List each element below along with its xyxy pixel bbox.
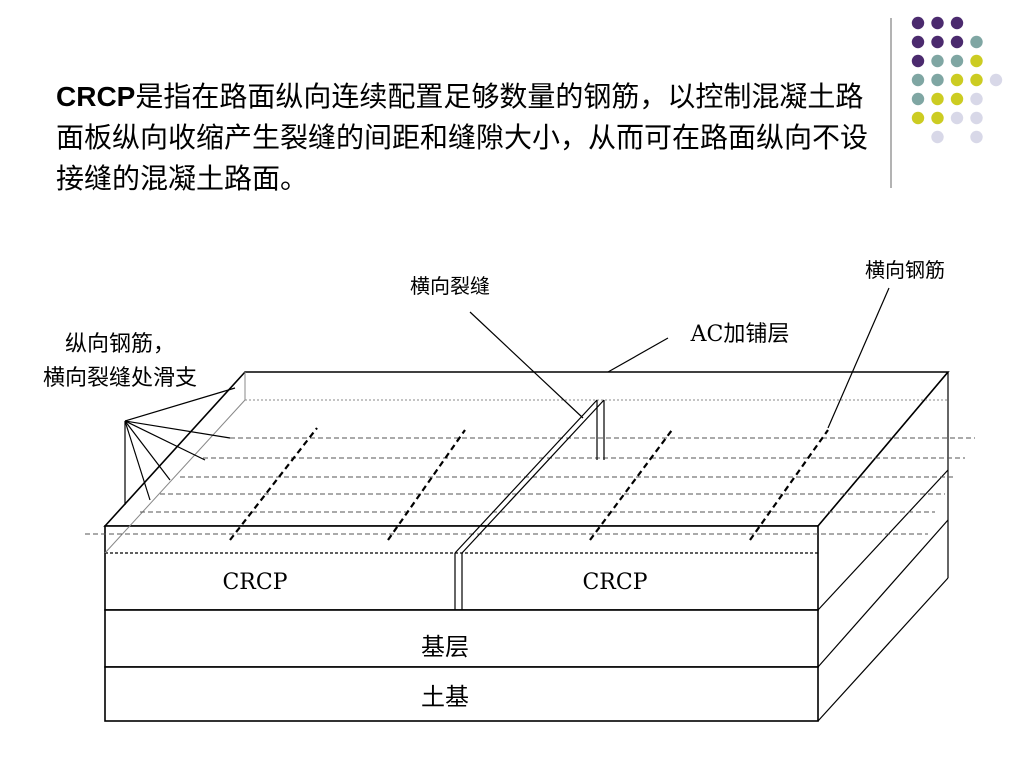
decorative-dot (931, 16, 944, 30)
decorative-dot (911, 111, 925, 125)
slide-title: CRCP是指在路面纵向连续配置足够数量的钢筋，以控制混凝土路面板纵向收缩产生裂缝… (56, 76, 886, 199)
longitudinal-rebars (85, 437, 975, 535)
decorative-dot-grid (911, 16, 1003, 144)
title-lead: CRCP (56, 81, 136, 112)
decorative-dot (970, 130, 983, 144)
decorative-dot (950, 54, 964, 68)
subgrade-layer (104, 666, 819, 722)
transverse-crack (454, 399, 605, 610)
label-longitudinal-rebar-line2: 横向裂缝处滑支 (43, 366, 197, 391)
decorative-dot (950, 35, 964, 49)
decorative-dot (911, 92, 925, 106)
slab-top-face (103, 371, 950, 527)
decorative-dot (970, 73, 983, 87)
hidden-edges (104, 372, 948, 554)
decorative-dot (950, 73, 964, 87)
decorative-dot (931, 92, 944, 106)
decorative-dot (931, 130, 944, 144)
label-crcp-right: CRCP (582, 570, 647, 595)
decorative-dot (931, 73, 944, 87)
decorative-dot (970, 111, 983, 125)
decorative-dot (911, 54, 925, 68)
slab-side-face (817, 371, 949, 722)
label-ac-overlay: AC加铺层 (690, 322, 790, 347)
decorative-dot (950, 92, 964, 106)
decorative-dot (931, 35, 944, 49)
label-transverse-rebar: 横向钢筋 (865, 258, 945, 282)
decorative-dot (970, 92, 983, 106)
label-subgrade: 土基 (421, 683, 469, 711)
decorative-dot (950, 111, 964, 125)
decorative-dot (970, 35, 983, 49)
decorative-dot (911, 16, 925, 30)
label-crcp-left: CRCP (222, 570, 287, 595)
label-transverse-crack: 横向裂缝 (410, 274, 490, 298)
decorative-dot (931, 111, 944, 125)
decorative-dot (911, 35, 925, 49)
leader-lines (124, 287, 890, 505)
decorative-dot (911, 73, 925, 87)
transverse-rebars (229, 427, 829, 541)
label-base: 基层 (421, 633, 469, 661)
title-body: 是指在路面纵向连续配置足够数量的钢筋，以控制混凝土路面板纵向收缩产生裂缝的间距和… (56, 80, 869, 195)
decorative-dot (989, 73, 1003, 87)
decorative-dot (970, 54, 983, 68)
decorative-dot (950, 16, 964, 30)
label-longitudinal-rebar-line1: 纵向钢筋， (65, 332, 175, 357)
decorative-dot (931, 54, 944, 68)
